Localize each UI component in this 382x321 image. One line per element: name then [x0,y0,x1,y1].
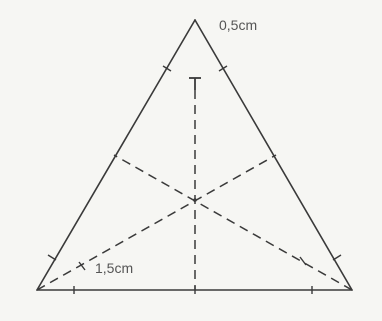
label-top-measure: 0,5cm [219,17,258,33]
centroid-point [193,198,197,202]
median-from-right [113,154,353,291]
label-bottom-measure: 1,5cm [95,260,134,276]
tick-left-lower [47,254,57,261]
side-left [36,19,196,291]
tick-median-right [299,256,307,266]
tick-median-left [78,261,86,271]
tick-left-upper [162,65,172,72]
tick-right-lower [332,254,342,261]
side-right [194,19,353,291]
tick-right-upper [218,65,228,72]
median-from-left [36,154,277,291]
